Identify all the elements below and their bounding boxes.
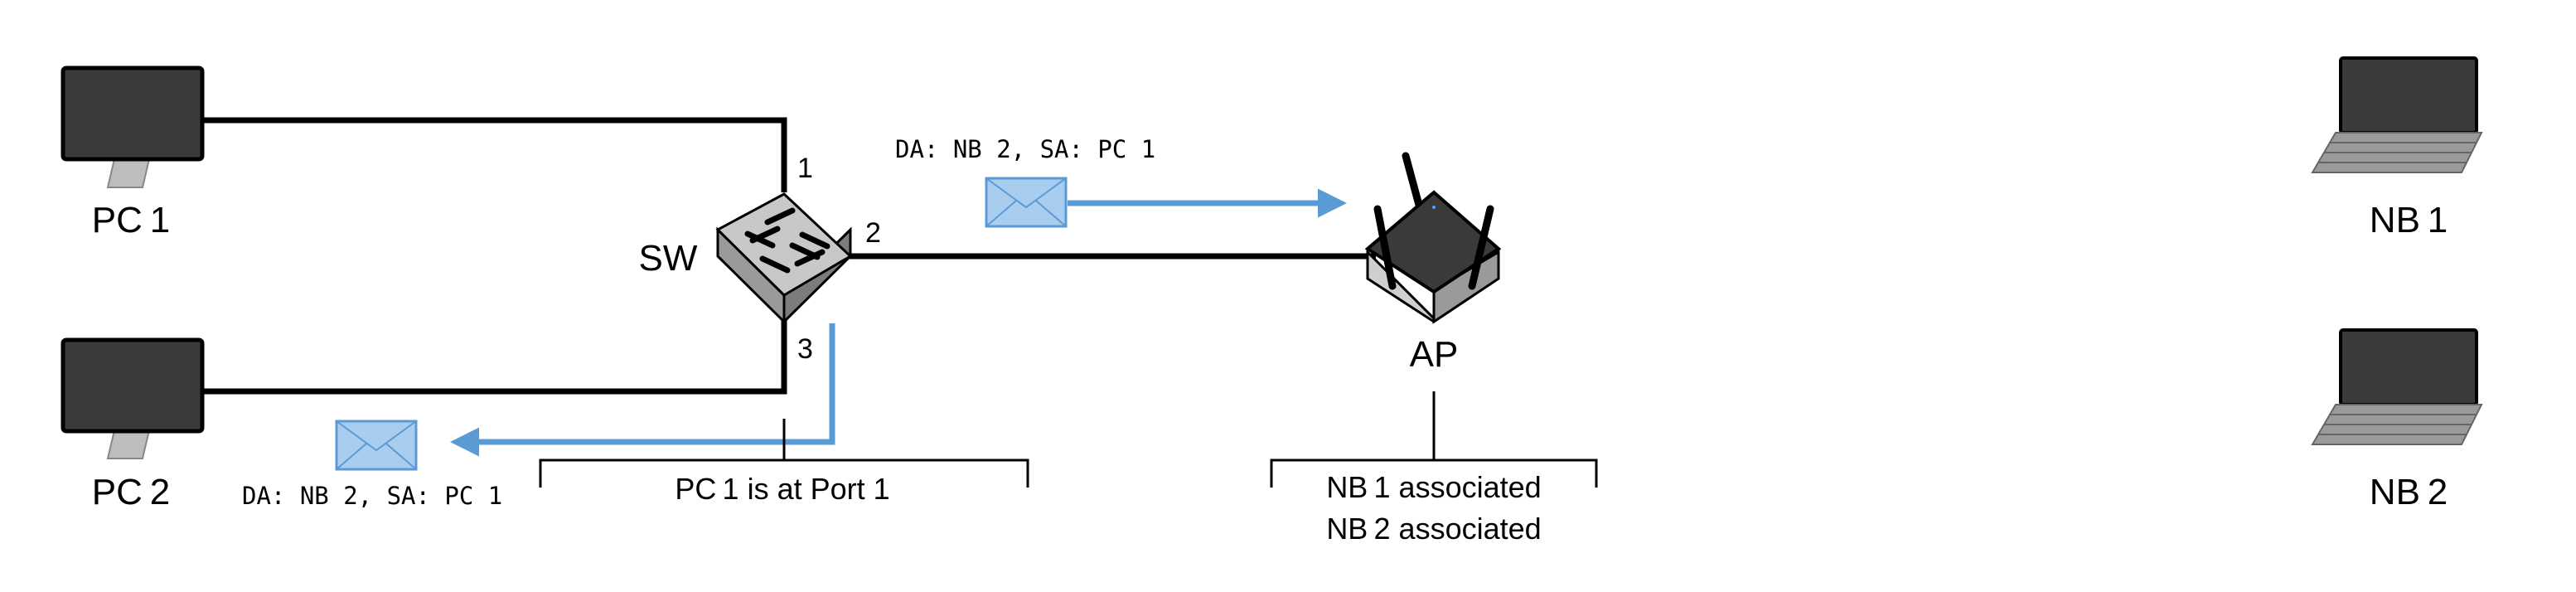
ap-label: AP bbox=[1410, 334, 1459, 375]
ap-table-note-line2: NB 2 associated bbox=[1326, 512, 1541, 546]
switch-table-bracket bbox=[539, 419, 1029, 488]
frame-in-envelope-icon bbox=[335, 420, 418, 471]
frame-in-arrow bbox=[450, 323, 835, 457]
frame-out-label: DA: NB 2, SA: PC 1 bbox=[895, 135, 1155, 163]
pc2-monitor-icon bbox=[61, 337, 205, 459]
frame-out-envelope-icon bbox=[985, 177, 1068, 228]
port-2-label: 2 bbox=[865, 217, 881, 249]
link-pc2-switch bbox=[202, 319, 787, 395]
port-1-label: 1 bbox=[797, 153, 813, 184]
link-pc1-switch bbox=[202, 117, 787, 192]
ap-table-note-line1: NB 1 associated bbox=[1326, 470, 1541, 504]
nb2-label: NB 2 bbox=[2370, 472, 2448, 512]
pc1-label: PC 1 bbox=[92, 200, 170, 240]
switch-icon bbox=[715, 192, 853, 325]
access-point-icon bbox=[1364, 152, 1502, 324]
pc1-monitor-icon bbox=[61, 66, 205, 188]
nb2-laptop-icon bbox=[2311, 328, 2483, 445]
ap-table-bracket bbox=[1270, 391, 1598, 488]
nb1-laptop-icon bbox=[2311, 56, 2483, 173]
switch-table-note: PC 1 is at Port 1 bbox=[675, 472, 889, 506]
frame-in-label: DA: NB 2, SA: PC 1 bbox=[242, 482, 502, 510]
port-3-label: 3 bbox=[797, 333, 813, 365]
switch-label: SW bbox=[639, 238, 698, 279]
pc2-label: PC 2 bbox=[92, 472, 170, 512]
nb1-label: NB 1 bbox=[2370, 200, 2448, 240]
